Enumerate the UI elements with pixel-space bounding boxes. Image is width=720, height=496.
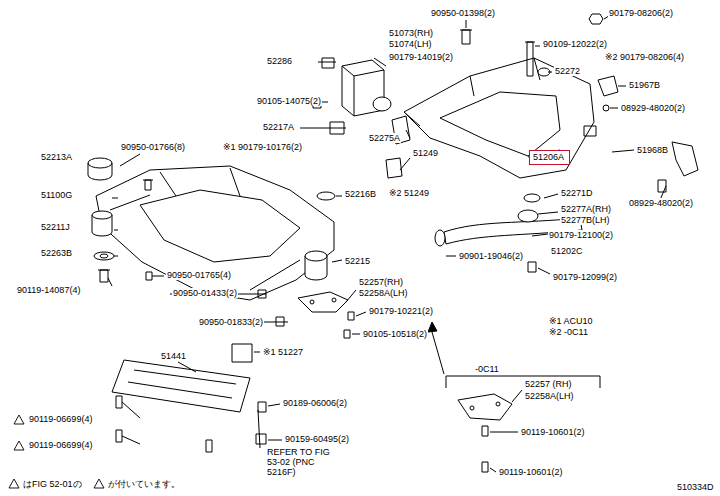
part-number: 90119-10601(2) [498,467,563,477]
part-number: 51206A [533,152,566,162]
part-number: 52257(RH) [358,277,404,287]
part-number: 90105-10518(2) [362,329,428,339]
part-number: 90109-12022(2) [542,39,608,49]
part-number: ※1 ACU10 [548,316,594,326]
part-number: 51073(RH) [388,28,434,38]
part-number: 52217A [262,122,295,132]
part-number: が付いています。 [107,479,181,489]
part-number: ※2 51249 [388,188,430,198]
part-number: 52258A(LH) [524,391,575,401]
part-number: 52277B(LH) [560,215,611,225]
part-number: はFIG 52-01の [22,479,83,489]
part-number: 90119-14087(4) [16,285,81,295]
part-number: 51968B [636,145,669,155]
part-number: 90950-01765(4) [166,270,232,280]
part-number: ※2 90179-08206(4) [604,52,685,62]
part-number: 52286 [266,56,293,66]
part-number: ※1 90179-10176(2) [222,142,303,152]
part-number: 52215 [344,256,371,266]
part-number: 51249 [412,148,439,158]
part-number: 52213A [40,152,73,162]
part-number: REFER TO FIG 53-02 (PNC 5216F) [266,447,332,477]
part-number: 90950-01766(8) [120,142,186,152]
part-number: ※1 51227 [262,347,304,357]
part-number: -0C11 [474,364,500,374]
part-number: 90179-08206(2) [608,8,674,18]
part-number: 90179-12100(2) [548,230,614,240]
part-number: 52277A(RH) [560,204,612,214]
part-number: 51441 [160,351,187,361]
part-number: 90119-10601(2) [520,427,585,437]
part-number: 52275A [368,133,401,143]
part-number: 90901-19046(2) [458,251,524,261]
part-number: 51202C [550,246,584,256]
part-number: 90189-06006(2) [282,398,348,408]
part-number: 90950-01398(2) [430,8,496,18]
part-number: 08929-48020(2) [620,103,686,113]
part-number: 90119-06699(4) [28,414,93,424]
part-number: 52271D [560,188,594,198]
part-number: 52211J [40,222,71,232]
part-number: 51074(LH) [388,39,433,49]
part-number: 52258A(LH) [358,288,409,298]
part-number: 510334D [676,482,715,492]
part-number: 52257 (RH) [524,379,573,389]
part-number: 90179-10221(2) [368,306,434,316]
part-number: 08929-48020(2) [628,198,694,208]
part-number: 51967B [628,80,661,90]
part-number: 90159-60495(2) [284,434,350,444]
part-number: 90950-01833(2) [198,317,264,327]
part-number: ※2 -0C11 [548,327,589,337]
part-number: 51100G [40,190,73,200]
part-number: 90119-06699(4) [28,440,93,450]
part-number: 52272 [554,66,581,76]
part-callout-box: 51206A [529,150,570,165]
part-number: 52216B [344,189,377,199]
part-number: 90950-01433(2) [172,288,238,298]
part-number: 90179-14019(2) [388,52,454,62]
part-number: 90105-14075(2) [256,96,322,106]
part-number: 90179-12099(2) [552,272,618,282]
part-number: 52263B [40,248,73,258]
